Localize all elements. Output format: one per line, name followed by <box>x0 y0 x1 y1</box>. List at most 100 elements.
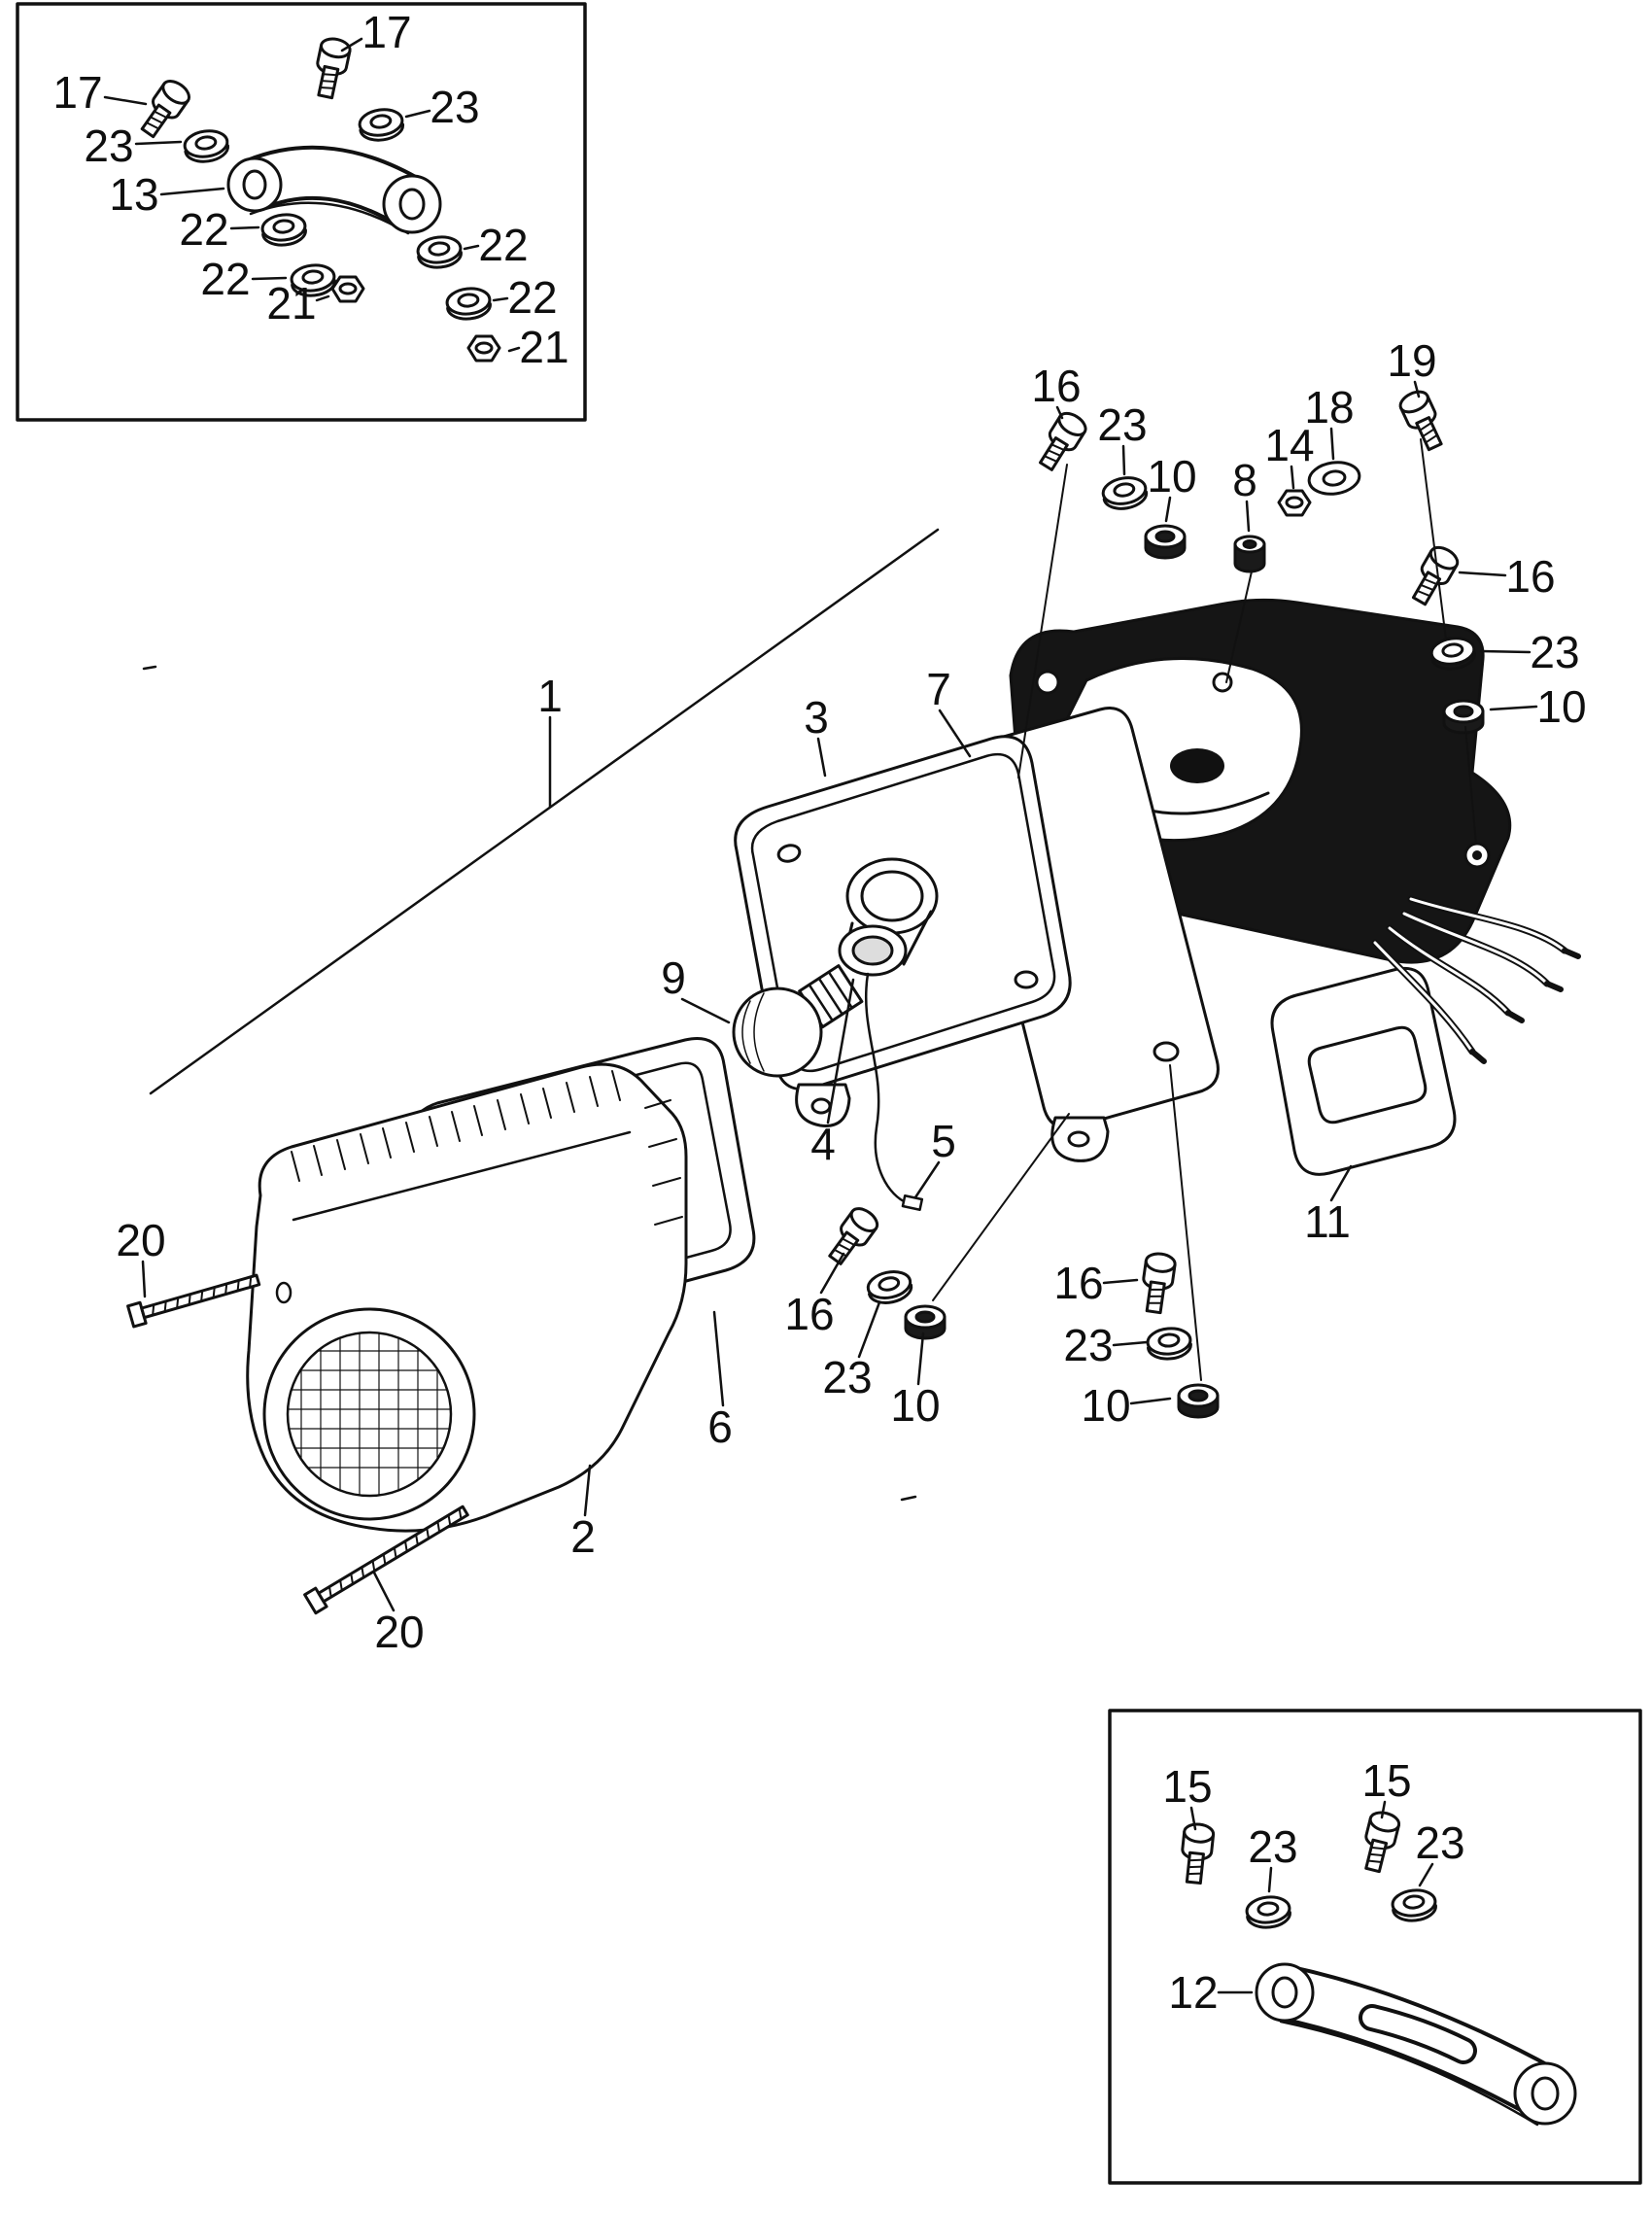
bracket-12-edge-line <box>1279 2020 1539 2127</box>
housing-hole-lower-center <box>1472 850 1482 860</box>
nut-part-14 <box>1277 489 1312 517</box>
wire-terminals <box>1469 948 1581 1064</box>
inset-box <box>16 2 587 422</box>
bolt-part-15 <box>1177 1821 1217 1885</box>
screw-threads <box>152 1275 253 1317</box>
lens-outline <box>246 1062 688 1533</box>
leader-lines <box>103 37 1538 1994</box>
callout-label: 23 <box>1248 1821 1297 1872</box>
callout-label: 15 <box>1361 1755 1411 1806</box>
washer-part-23 <box>1390 1886 1439 1924</box>
inset-bottom-right <box>1108 1709 1642 2185</box>
callout-label: 22 <box>179 204 228 255</box>
callout-label: 5 <box>931 1116 956 1166</box>
callout-label: 23 <box>822 1352 872 1402</box>
callout-label: 13 <box>109 169 158 220</box>
washer-part-22 <box>444 285 494 323</box>
grommet-part-10 <box>1442 699 1485 735</box>
washer-part-23 <box>1099 472 1151 514</box>
callout-label: 12 <box>1168 1967 1218 2018</box>
callout-label: 23 <box>84 121 133 171</box>
bolt-part-19 <box>1395 386 1450 455</box>
bulb-glass-9 <box>732 986 823 1078</box>
grommet-part-10 <box>1144 524 1187 560</box>
wire-5 <box>864 972 910 1205</box>
base-plate-ear <box>795 1083 851 1127</box>
callout-label: 19 <box>1387 335 1436 386</box>
bolt-part-15 <box>1357 1808 1403 1876</box>
grommet-part-10 <box>904 1304 946 1340</box>
screw-shaft <box>140 1273 261 1320</box>
callout-label: 23 <box>1415 1817 1464 1868</box>
screw-20-b <box>303 1505 469 1615</box>
callout-label: 23 <box>1097 399 1147 450</box>
bulb-hole-inner <box>860 870 924 922</box>
main-assembly <box>126 386 1581 1615</box>
reflector-texture <box>288 1332 451 1496</box>
flat-washer-part-18 <box>1305 458 1363 499</box>
callout-label: 20 <box>116 1215 165 1265</box>
socket-4-opening <box>851 935 894 966</box>
callout-label: 16 <box>784 1289 834 1339</box>
callout-label: 14 <box>1264 420 1314 470</box>
bracket-12-left-hole <box>1271 1976 1298 2009</box>
callout-label: 16 <box>1053 1258 1103 1308</box>
callout-label: 17 <box>361 7 411 57</box>
callout-label: 17 <box>52 67 102 118</box>
lens-2 <box>246 1062 688 1533</box>
callout-label: 4 <box>810 1119 836 1169</box>
callout-label: 21 <box>266 278 316 329</box>
bracket-7-hole-bottom <box>1153 1041 1180 1062</box>
nut-part-21 <box>466 334 501 363</box>
callout-label: 16 <box>1031 361 1081 411</box>
bracket-11-slot <box>1307 1025 1428 1124</box>
bracket-11 <box>1270 966 1457 1176</box>
assembly-callout-line <box>149 528 940 1095</box>
washer-part-23 <box>864 1266 915 1308</box>
wire-5-connector <box>901 1193 924 1211</box>
collar-part-8 <box>1233 535 1266 573</box>
callout-label: 15 <box>1162 1761 1212 1812</box>
washer-part-22 <box>415 233 465 271</box>
base-plate-hole-b <box>1014 970 1039 989</box>
reflector-dome-outer <box>262 1307 476 1521</box>
callout-label: 2 <box>570 1511 596 1562</box>
washer-part-22 <box>259 211 309 249</box>
base-plate-hole-a <box>776 844 802 863</box>
screw-threads <box>327 1507 463 1599</box>
callout-label: 1 <box>537 671 563 721</box>
callout-label: 20 <box>374 1607 424 1657</box>
inset-top-left <box>16 2 587 422</box>
callout-label: 21 <box>519 322 568 372</box>
bracket-7-ear-hole <box>1067 1130 1090 1148</box>
callout-label: 7 <box>926 664 951 714</box>
bolt-part-16 <box>1137 1250 1178 1316</box>
bracket-13-left-hole <box>242 169 267 200</box>
wire-core <box>1402 912 1549 986</box>
callout-label: 11 <box>1304 1196 1351 1247</box>
callout-label: 3 <box>804 692 829 743</box>
callout-label: 22 <box>200 254 250 304</box>
washer-part-23 <box>356 105 406 145</box>
cross-reference-lines <box>932 438 1477 1381</box>
lens-side-hatching <box>644 1099 683 1226</box>
housing-inner-hole <box>1170 748 1224 783</box>
callout-label: 16 <box>1505 551 1555 602</box>
lens-screw-hole <box>275 1281 293 1304</box>
callout-label: 18 <box>1304 382 1354 432</box>
callout-label: 6 <box>707 1401 733 1452</box>
callout-label: 10 <box>890 1380 940 1431</box>
washer-part-23 <box>1244 1893 1293 1931</box>
bolt-part-17 <box>134 75 195 143</box>
wire-core <box>1373 941 1474 1054</box>
bolt-part-16 <box>1405 541 1463 610</box>
tick-marks <box>142 665 917 1502</box>
wire-harness <box>1371 895 1581 1064</box>
bulb-glass-shading <box>741 992 765 1072</box>
lens-top-hatching <box>291 1070 621 1182</box>
callout-label: 10 <box>1147 451 1196 502</box>
callout-label: 8 <box>1232 455 1257 505</box>
washer-part-23 <box>181 126 231 166</box>
